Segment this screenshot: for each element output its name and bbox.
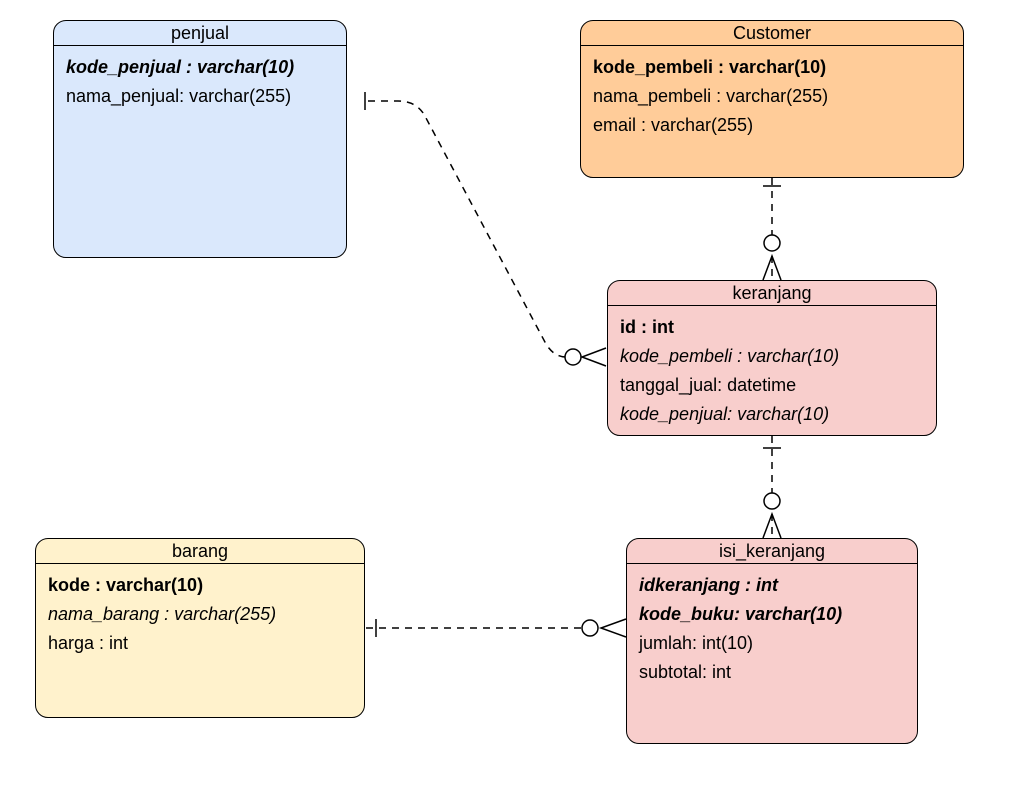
entity-penjual[interactable]: penjual kode_penjual : varchar(10) nama_p… xyxy=(53,20,347,258)
entity-field: subtotal: int xyxy=(639,662,732,682)
entity-barang[interactable]: barang kode : varchar(10) nama_barang : v… xyxy=(35,538,365,718)
entity-field: nama_penjual: varchar(255) xyxy=(66,86,292,106)
entity-field: kode_buku: varchar(10) xyxy=(639,604,843,624)
entity-title: penjual xyxy=(54,21,346,46)
entity-isi-keranjang[interactable]: isi_keranjang idkeranjang : int kode_buku… xyxy=(626,538,918,744)
many-crowfoot-marker xyxy=(762,253,782,281)
relationship-penjual-keranjang xyxy=(364,92,607,367)
entity-field: kode_penjual: varchar(10) xyxy=(620,404,830,424)
entity-field-list: idkeranjang : int kode_buku: varchar(10) j… xyxy=(627,564,917,687)
entity-field: id : int xyxy=(620,317,674,337)
entity-field: tanggal_jual: datetime xyxy=(620,375,797,395)
entity-title: isi_keranjang xyxy=(627,539,917,564)
entity-title: Customer xyxy=(581,21,963,46)
zero-marker xyxy=(564,348,582,366)
entity-field: email : varchar(255) xyxy=(593,115,754,135)
entity-field-list: kode : varchar(10) nama_barang : varchar(… xyxy=(36,564,364,658)
entity-field: kode : varchar(10) xyxy=(48,575,204,595)
many-crowfoot-marker xyxy=(579,347,607,367)
zero-marker xyxy=(763,234,781,252)
entity-field: kode_pembeli : varchar(10) xyxy=(620,346,840,366)
entity-keranjang[interactable]: keranjang id : int kode_pembeli : varchar… xyxy=(607,280,937,436)
entity-field: nama_pembeli : varchar(255) xyxy=(593,86,829,106)
entity-title: keranjang xyxy=(608,281,936,306)
entity-field: kode_pembeli : varchar(10) xyxy=(593,57,827,77)
entity-field: nama_barang : varchar(255) xyxy=(48,604,277,624)
entity-field: jumlah: int(10) xyxy=(639,633,754,653)
zero-marker xyxy=(763,492,781,510)
entity-field-list: kode_penjual : varchar(10) nama_penjual: … xyxy=(54,46,346,111)
entity-field: idkeranjang : int xyxy=(639,575,779,595)
relationship-line xyxy=(368,100,567,358)
entity-field-list: id : int kode_pembeli : varchar(10) tangga… xyxy=(608,306,936,429)
relationship-keranjang-isi-keranjang xyxy=(762,436,782,539)
entity-customer[interactable]: Customer kode_pembeli : varchar(10) nama_… xyxy=(580,20,964,178)
entity-field-list: kode_pembeli : varchar(10) nama_pembeli :… xyxy=(581,46,963,140)
many-crowfoot-marker xyxy=(598,618,627,638)
entity-field: kode_penjual : varchar(10) xyxy=(66,57,295,77)
many-crowfoot-marker xyxy=(762,511,782,539)
zero-marker xyxy=(581,619,599,637)
relationship-barang-isi-keranjang xyxy=(366,618,627,638)
entity-title: barang xyxy=(36,539,364,564)
entity-field: harga : int xyxy=(48,633,129,653)
relationship-customer-keranjang xyxy=(762,178,782,281)
